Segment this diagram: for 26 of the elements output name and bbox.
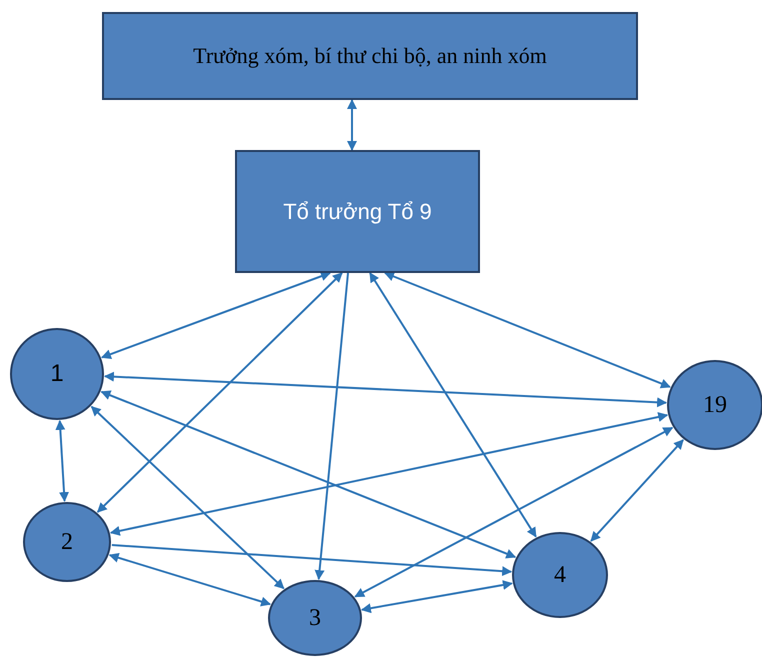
arrow <box>104 372 668 408</box>
arrow <box>314 272 349 580</box>
node-label: 19 <box>703 392 727 418</box>
arrow <box>55 420 70 502</box>
arrow <box>100 390 516 558</box>
process-box <box>235 150 480 273</box>
node-label: 3 <box>309 604 321 632</box>
arrow <box>96 272 343 513</box>
arrow <box>90 406 284 590</box>
arrow <box>369 272 537 538</box>
arrow <box>384 272 671 388</box>
arrow <box>112 544 512 576</box>
arrow <box>360 580 513 614</box>
arrow <box>590 439 684 542</box>
node-label: Tổ trưởng Tổ 9 <box>283 198 432 224</box>
arrow <box>100 271 331 359</box>
arrow <box>347 99 357 151</box>
arrow <box>110 412 668 536</box>
node-label: 2 <box>61 528 73 556</box>
arrow <box>108 552 272 606</box>
process-box <box>102 12 638 100</box>
node-label: 1 <box>50 360 64 388</box>
node-label: Trưởng xóm, bí thư chi bộ, an ninh xóm <box>193 43 547 69</box>
node-label: 4 <box>554 562 566 588</box>
arrow <box>354 426 674 598</box>
node-circle <box>667 360 762 450</box>
